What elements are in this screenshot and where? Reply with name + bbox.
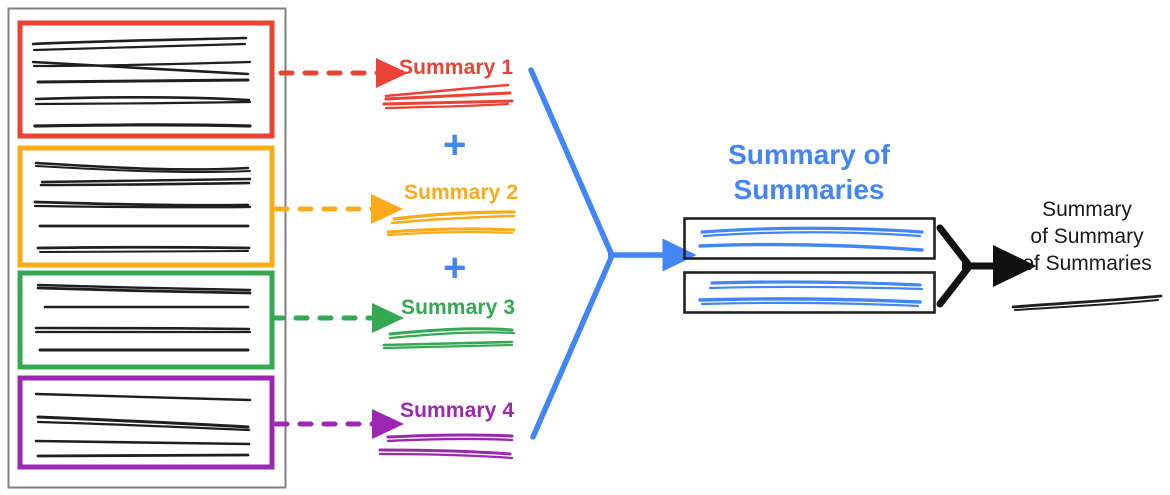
source-chunk-red xyxy=(17,20,275,139)
final-output-label: Summary of Summary of Summaries xyxy=(1006,197,1168,278)
summary-of-summaries-title: Summary of Summaries xyxy=(684,137,934,207)
final-output-line-1: Summary xyxy=(1042,198,1132,221)
sos-title-line-1: Summary of xyxy=(728,139,890,170)
source-chunk-green xyxy=(17,270,275,370)
plus-operator-1: + xyxy=(443,123,467,167)
final-output-lines xyxy=(1011,294,1163,311)
source-chunk-orange xyxy=(17,145,275,268)
summary-3-lines xyxy=(382,327,516,350)
black-merge-arrow xyxy=(936,224,1037,308)
summary-3-label: Summary 3 xyxy=(401,296,516,319)
source-documents-container xyxy=(7,7,287,489)
final-output-line-2: of Summary xyxy=(1030,224,1144,248)
plus-operator-2: + xyxy=(443,246,467,290)
sos-title-line-2: Summaries xyxy=(733,174,885,205)
summary-2-label: Summary 2 xyxy=(404,181,519,204)
blue-merge-arrow xyxy=(528,67,697,440)
summary-4-label: Summary 4 xyxy=(400,399,515,422)
source-chunk-purple xyxy=(17,375,275,470)
final-output-line-3: of Summaries xyxy=(1022,251,1152,275)
summary-4-lines xyxy=(378,433,514,460)
sos-box-1 xyxy=(683,217,936,260)
sos-box-2 xyxy=(683,271,936,314)
summary-1-label: Summary 1 xyxy=(399,56,514,79)
summary-2-lines xyxy=(386,210,516,237)
summary-1-lines xyxy=(382,83,514,110)
